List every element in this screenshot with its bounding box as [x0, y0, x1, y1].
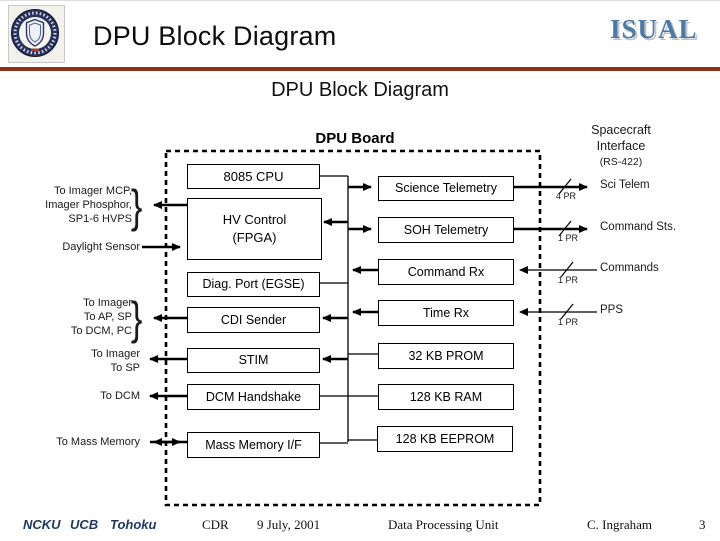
label-to-mass-memory: To Mass Memory: [56, 436, 140, 448]
dpu-board-label: DPU Board: [315, 130, 395, 147]
pr-commands: 1 PR: [558, 275, 579, 285]
stim-target-line1: To Imager: [91, 348, 140, 360]
box-science-telemetry: Science Telemetry: [378, 176, 514, 201]
label-cdi-targets: To Imager To AP, SP To DCM, PC: [18, 296, 132, 338]
footer-org-tohoku: Tohoku: [110, 517, 157, 532]
box-128kb-eeprom: 128 KB EEPROM: [377, 426, 513, 452]
box-mass-memory-if: Mass Memory I/F: [187, 432, 320, 458]
brace: }: [130, 180, 143, 232]
footer-doc-title: Data Processing Unit: [388, 517, 499, 532]
box-cdi-sender: CDI Sender: [187, 307, 320, 333]
label-commands: Commands: [600, 262, 659, 274]
box-time-rx: Time Rx: [378, 300, 514, 326]
box-command-rx: Command Rx: [378, 259, 514, 285]
footer-review: CDR: [202, 517, 229, 532]
seal-icon: [11, 9, 59, 57]
box-128kb-ram: 128 KB RAM: [378, 384, 514, 410]
hv-target-line3: SP1-6 HVPS: [68, 213, 132, 225]
label-hv-targets: To Imager MCP, Imager Phosphor, SP1-6 HV…: [18, 184, 132, 226]
cdi-target-line1: To Imager: [83, 297, 132, 309]
footer-org-ucb: UCB: [70, 517, 99, 532]
pr-sci-telem: 4 PR: [556, 191, 577, 201]
stim-target-line2: To SP: [110, 362, 140, 374]
isual-logo: ISUAL: [610, 14, 698, 44]
footer-org-ncku: NCKU: [23, 517, 61, 532]
iface-line1: Spacecraft: [591, 123, 651, 137]
box-diag-port: Diag. Port (EGSE): [187, 272, 320, 297]
spacecraft-interface-label: Spacecraft Interface (RS-422): [575, 122, 667, 170]
iface-line3: (RS-422): [599, 156, 643, 168]
bus-lines: [318, 175, 378, 444]
pr-pps: 1 PR: [558, 317, 579, 327]
label-daylight-sensor: Daylight Sensor: [62, 241, 140, 253]
box-hv-control: HV Control (FPGA): [187, 198, 322, 260]
cdi-target-line3: To DCM, PC: [70, 325, 132, 337]
label-sci-telem: Sci Telem: [600, 179, 650, 191]
header-rule: [0, 67, 720, 71]
box-soh-telemetry: SOH Telemetry: [378, 217, 514, 243]
label-to-dcm: To DCM: [100, 390, 140, 402]
pr-command-sts: 1 PR: [558, 233, 579, 243]
label-pps: PPS: [600, 304, 624, 316]
box-32kb-prom: 32 KB PROM: [378, 343, 514, 369]
label-stim-targets: To Imager To SP: [18, 347, 140, 375]
cdi-target-line2: To AP, SP: [83, 311, 132, 323]
brace: }: [130, 292, 143, 344]
box-dcm-handshake: DCM Handshake: [187, 384, 320, 410]
footer-date: 9 July, 2001: [257, 517, 321, 532]
hv-target-line2: Imager Phosphor,: [45, 199, 132, 211]
slide-title: DPU Block Diagram: [271, 79, 449, 101]
box-8085-cpu: 8085 CPU: [187, 164, 320, 189]
iface-line2: Interface: [596, 139, 646, 153]
box-stim: STIM: [187, 348, 320, 373]
footer-page-number: 3: [699, 517, 706, 532]
footer-author: C. Ingraham: [587, 517, 652, 532]
label-command-sts: Command Sts.: [600, 221, 677, 233]
hv-target-line1: To Imager MCP,: [53, 185, 132, 197]
page-title: DPU Block Diagram: [93, 21, 337, 51]
university-seal-logo: [8, 5, 65, 63]
